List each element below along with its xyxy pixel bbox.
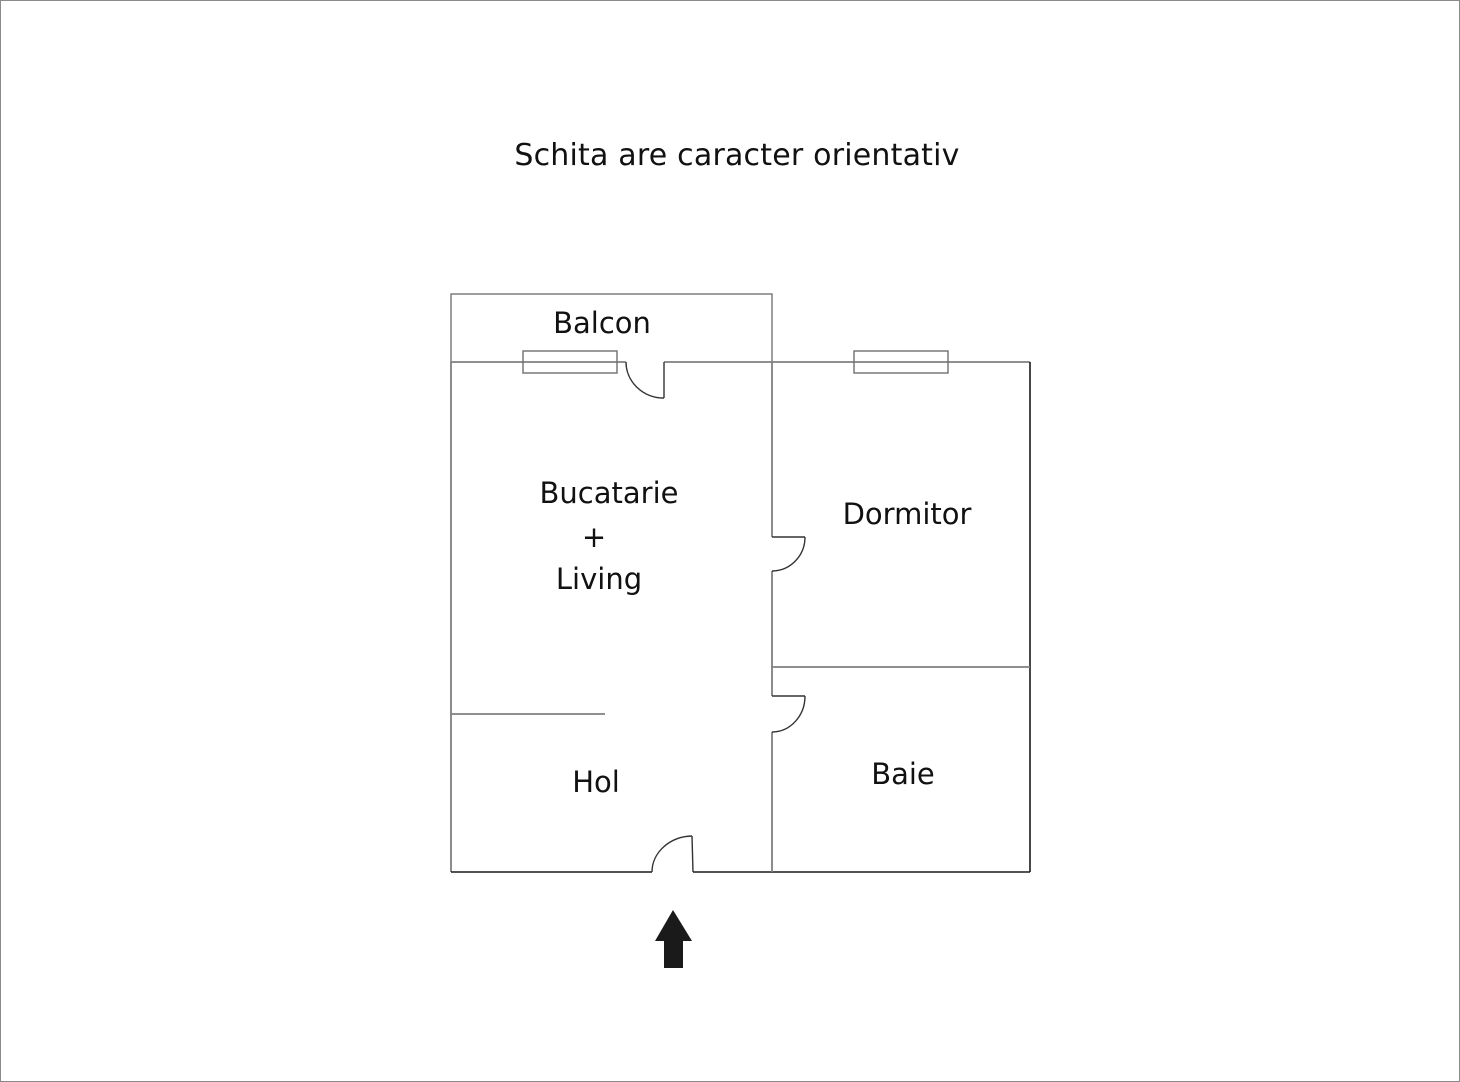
- arrow-up-icon: [655, 910, 692, 968]
- room-label-baie: Baie: [871, 757, 935, 791]
- entrance-door: [651, 835, 694, 873]
- balcony-door: [625, 361, 665, 399]
- balcony-outline: [450, 293, 773, 362]
- room-label-plus: +: [581, 520, 607, 554]
- room-label-living: Living: [555, 562, 643, 596]
- room-label-bucatarie: Bucatarie: [539, 476, 679, 510]
- bedroom-door: [771, 536, 806, 572]
- page-title: Schita are caracter orientativ: [514, 138, 960, 173]
- bathroom-door: [771, 695, 806, 733]
- room-label-hol: Hol: [572, 765, 620, 799]
- room-label-dormitor: Dormitor: [842, 497, 972, 531]
- room-label-balcon: Balcon: [553, 306, 651, 340]
- window-living: [522, 350, 618, 374]
- window-bedroom: [853, 350, 949, 374]
